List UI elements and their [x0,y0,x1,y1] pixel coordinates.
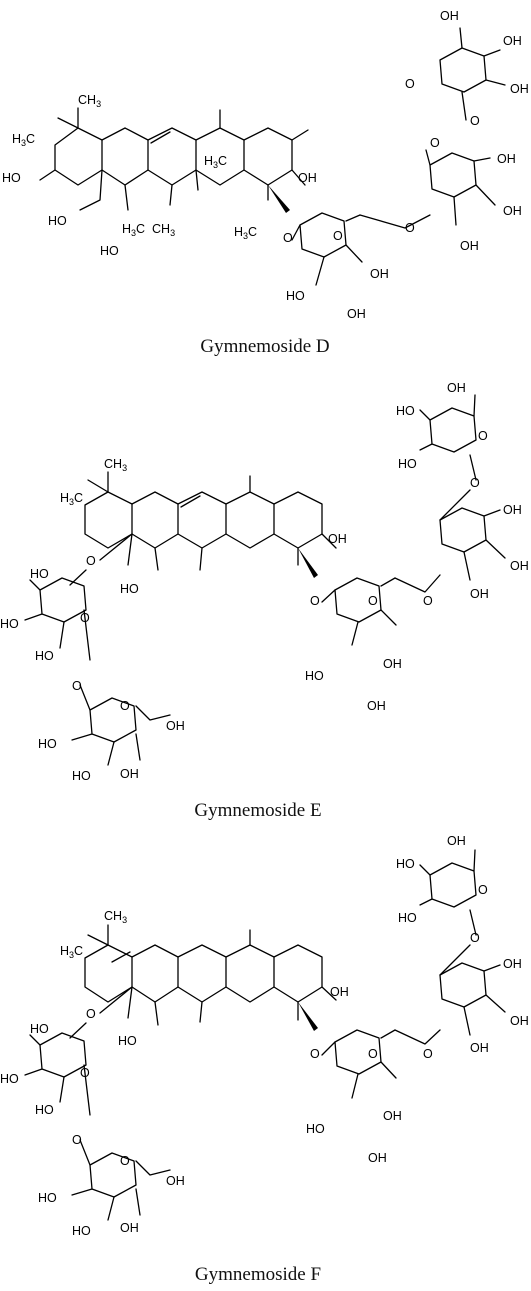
oh-label: OH [503,503,522,517]
caption-gymnemoside-f: Gymnemoside F [195,1264,321,1285]
oh-label: OH [470,587,489,601]
o-label: O [333,229,343,243]
h3c-label: H3C [204,154,227,170]
structure-gymnemoside-f: CH3 H3C HO O OH O O HO OH OH O OH OH OH … [0,834,529,1285]
oh-label: OH [166,1174,185,1188]
ho-label: HO [305,669,324,683]
oh-label: OH [298,171,317,185]
oh-label: OH [370,267,389,281]
h3c-label: H3C [60,491,83,507]
oh-label: OH [383,1109,402,1123]
oh-label: OH [503,957,522,971]
o-label: O [470,931,480,945]
oh-label: OH [367,699,386,713]
ho-label: HO [35,1103,54,1117]
oh-label: OH [503,204,522,218]
h3c-label: H3C [60,944,83,960]
o-label: O [310,1047,320,1061]
ho-label: HO [30,1022,49,1036]
h3c-label: H3C [122,222,145,238]
ho-label: HO [72,769,91,783]
ch3-label: CH3 [104,457,127,473]
o-label: O [120,1154,130,1168]
ch3-label: CH3 [78,93,101,109]
oh-label: OH [470,1041,489,1055]
o-label: O [86,554,96,568]
oh-label: OH [166,719,185,733]
oh-label: OH [383,657,402,671]
ch3-label: CH3 [152,222,175,238]
ho-label: HO [38,737,57,751]
ho-label: HO [396,404,415,418]
ho-label: HO [120,582,139,596]
o-label: O [120,699,130,713]
oh-label: OH [368,1151,387,1165]
ho-label: HO [398,457,417,471]
oh-label: OH [497,152,516,166]
oh-label: OH [347,307,366,321]
ho-label: HO [398,911,417,925]
ch3-label: CH3 [104,909,127,925]
o-label: O [430,136,440,150]
o-label: O [80,611,90,625]
oh-label: OH [503,34,522,48]
caption-gymnemoside-d: Gymnemoside D [200,336,329,357]
o-label: O [470,476,480,490]
o-label: O [86,1007,96,1021]
oh-label: OH [330,985,349,999]
ho-label: HO [286,289,305,303]
oh-label: OH [447,834,466,848]
o-label: O [283,231,293,245]
caption-gymnemoside-e: Gymnemoside E [194,800,321,821]
ho-label: HO [38,1191,57,1205]
o-label: O [72,679,82,693]
oh-label: OH [328,532,347,546]
ho-label: HO [30,567,49,581]
o-label: O [478,883,488,897]
oh-label: OH [440,9,459,23]
ho-label: HO [48,214,67,228]
ho-label: HO [2,171,21,185]
ho-label: HO [306,1122,325,1136]
o-label: O [423,594,433,608]
o-label: O [405,221,415,235]
o-label: O [368,1047,378,1061]
o-label: O [368,594,378,608]
ho-label: HO [100,244,119,258]
o-label: O [80,1066,90,1080]
ho-label: HO [0,1072,19,1086]
h3c-label: H3C [12,132,35,148]
o-label: O [423,1047,433,1061]
o-label: O [405,77,415,91]
structure-gymnemoside-e: CH3 H3C HO O OH O O HO OH OH O OH OH OH … [0,381,529,821]
o-label: O [478,429,488,443]
oh-label: OH [510,82,529,96]
oh-label: OH [510,1014,529,1028]
o-label: O [470,114,480,128]
oh-label: OH [120,767,139,781]
o-label: O [72,1133,82,1147]
oh-label: OH [120,1221,139,1235]
ho-label: HO [0,617,19,631]
ho-label: HO [35,649,54,663]
oh-label: OH [447,381,466,395]
ho-label: HO [396,857,415,871]
oh-label: OH [460,239,479,253]
ho-label: HO [72,1224,91,1238]
structure-gymnemoside-d: CH3 H3C HO HO HO H3C CH3 H3C H3C OH O O … [2,9,529,357]
ho-label: HO [118,1034,137,1048]
oh-label: OH [510,559,529,573]
h3c-label: H3C [234,225,257,241]
o-label: O [310,594,320,608]
